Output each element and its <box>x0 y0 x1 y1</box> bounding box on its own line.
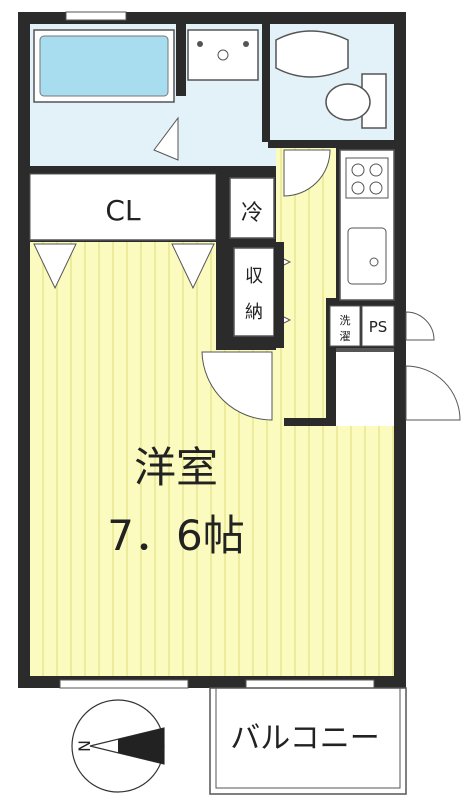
storage-label-top: 収 <box>245 266 263 287</box>
washbasin-drain <box>217 49 229 61</box>
balcony-label: バルコニー <box>230 721 379 756</box>
storage <box>233 247 275 337</box>
room-name: 洋室 <box>134 443 218 492</box>
bath-door <box>153 116 179 161</box>
bath-window <box>65 11 127 21</box>
closet-door-right <box>171 243 215 290</box>
toilet-bottom-wall <box>268 140 394 148</box>
kitchen-drain <box>369 257 379 267</box>
closet <box>29 173 217 241</box>
laundry-label-bottom: 濯 <box>340 330 351 343</box>
laundry-label-top: 洗 <box>340 314 351 327</box>
stove <box>345 157 389 199</box>
corridor-right-wall <box>326 298 336 426</box>
fridge-label: 冷 <box>241 201 263 226</box>
stove-burner-4 <box>369 181 383 195</box>
storage-bottom-wall <box>228 338 284 348</box>
entrance-step <box>336 348 394 352</box>
bathtub-water <box>39 35 169 97</box>
entrance-floor <box>336 350 394 426</box>
storage-side-wall <box>274 242 284 348</box>
balcony-window <box>59 679 189 689</box>
corridor-door-swing <box>283 149 331 197</box>
washbasin-tap-left <box>197 41 203 47</box>
fridge-space <box>229 177 275 239</box>
compass-north: N <box>75 740 94 752</box>
wash-toilet-wall <box>262 24 270 142</box>
washbasin-tap-right <box>243 41 249 47</box>
stove-burner-2 <box>369 163 383 177</box>
pipe-space-label: PS <box>369 318 388 336</box>
kitchen-sink <box>347 227 387 285</box>
western-room <box>30 242 394 676</box>
stove-burner-1 <box>351 163 365 177</box>
laundry-space <box>329 305 361 347</box>
balcony-window-2 <box>245 679 375 689</box>
stove-burner-3 <box>351 181 365 195</box>
entrance-door-swing <box>405 365 461 421</box>
closet-door-left <box>33 243 77 290</box>
toilet-bowl <box>325 83 371 121</box>
bath-wash-wall <box>176 24 186 96</box>
balcony <box>209 687 407 795</box>
room-door-swing <box>201 351 273 421</box>
balcony-inner <box>215 687 401 789</box>
closet-label: CL <box>105 194 141 227</box>
compass-icon: N <box>71 699 165 793</box>
storage-label-bottom: 納 <box>245 302 263 323</box>
toilet-sink <box>275 30 349 78</box>
ps-door-swing <box>405 311 435 341</box>
closet-fridge-wall <box>216 174 228 350</box>
room-size: 7．6帖 <box>107 511 244 560</box>
washbasin <box>187 29 259 81</box>
wet-area-bottom-wall <box>30 166 278 174</box>
pipe-space <box>361 305 395 347</box>
